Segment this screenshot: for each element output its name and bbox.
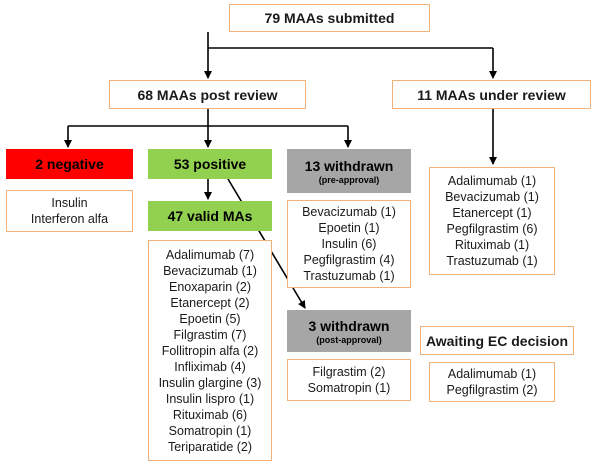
negative-label: 2 negative bbox=[35, 156, 104, 172]
list-item: Adalimumab (7) bbox=[165, 247, 255, 262]
awaiting-label: Awaiting EC decision bbox=[425, 332, 569, 349]
list-item: Epoetin (5) bbox=[179, 311, 241, 326]
list-item: Etanercept (1) bbox=[452, 206, 532, 220]
withdrawn-post-list: Filgrastim (2) Somatropin (1) bbox=[287, 359, 411, 401]
list-item: Infliximab (4) bbox=[174, 359, 246, 374]
withdrawn-post-label: 3 withdrawn bbox=[308, 317, 390, 334]
submitted-box: 79 MAAs submitted bbox=[229, 4, 430, 32]
withdrawn-pre-label: 13 withdrawn bbox=[304, 157, 394, 174]
list-item: Pegfilgrastim (4) bbox=[303, 253, 395, 267]
list-item: Trastuzumab (1) bbox=[303, 269, 395, 283]
list-item: Enoxaparin (2) bbox=[169, 279, 251, 294]
withdrawn-pre-box: 13 withdrawn (pre-approval) bbox=[287, 149, 411, 193]
list-item: Follitropin alfa (2) bbox=[161, 343, 259, 358]
withdrawn-post-sublabel: (post-approval) bbox=[316, 334, 382, 345]
list-item: Bevacizumab (1) bbox=[302, 205, 396, 219]
list-item: Rituximab (1) bbox=[454, 238, 530, 252]
list-item: Etanercept (2) bbox=[170, 295, 250, 310]
list-item: Pegfilgrastim (6) bbox=[446, 222, 538, 236]
valid-box: 47 valid MAs bbox=[148, 201, 272, 231]
list-item: Somatropin (1) bbox=[307, 381, 391, 395]
list-item: Rituximab (6) bbox=[172, 407, 248, 422]
awaiting-list: Adalimumab (1) Pegfilgrastim (2) bbox=[429, 362, 555, 402]
list-item: Epoetin (1) bbox=[318, 221, 380, 235]
withdrawn-pre-sublabel: (pre-approval) bbox=[318, 174, 380, 185]
list-item: Adalimumab (1) bbox=[447, 174, 537, 188]
list-item: Insulin (6) bbox=[321, 237, 377, 251]
list-item: Somatropin (1) bbox=[168, 423, 252, 438]
list-item: Bevacizumab (1) bbox=[163, 263, 257, 278]
valid-list: Adalimumab (7) Bevacizumab (1) Enoxapari… bbox=[148, 240, 272, 461]
under-review-list: Adalimumab (1) Bevacizumab (1) Etanercep… bbox=[429, 167, 555, 275]
list-item: Trastuzumab (1) bbox=[446, 254, 538, 268]
post-review-box: 68 MAAs post review bbox=[109, 80, 306, 109]
withdrawn-post-box: 3 withdrawn (post-approval) bbox=[287, 310, 411, 352]
positive-box: 53 positive bbox=[148, 149, 272, 179]
negative-box: 2 negative bbox=[6, 149, 133, 179]
valid-label: 47 valid MAs bbox=[167, 208, 253, 224]
list-item: Interferon alfa bbox=[30, 212, 109, 226]
list-item: Bevacizumab (1) bbox=[445, 190, 539, 204]
list-item: Teriparatide (2) bbox=[167, 439, 253, 454]
list-item: Adalimumab (1) bbox=[447, 367, 537, 381]
negative-list: Insulin Interferon alfa bbox=[6, 190, 133, 232]
list-item: Insulin glargine (3) bbox=[158, 375, 262, 390]
under-review-label: 11 MAAs under review bbox=[417, 86, 566, 103]
list-item: Filgrastim (2) bbox=[312, 365, 386, 379]
list-item: Insulin bbox=[51, 196, 88, 210]
list-item: Filgrastim (7) bbox=[173, 327, 247, 342]
list-item: Insulin lispro (1) bbox=[165, 391, 255, 406]
withdrawn-pre-list: Bevacizumab (1) Epoetin (1) Insulin (6) … bbox=[287, 200, 411, 288]
list-item: Pegfilgrastim (2) bbox=[446, 383, 538, 397]
under-review-box: 11 MAAs under review bbox=[392, 80, 591, 109]
submitted-label: 79 MAAs submitted bbox=[264, 10, 395, 26]
post-review-label: 68 MAAs post review bbox=[137, 86, 278, 103]
awaiting-box: Awaiting EC decision bbox=[420, 326, 574, 355]
positive-label: 53 positive bbox=[173, 156, 247, 172]
